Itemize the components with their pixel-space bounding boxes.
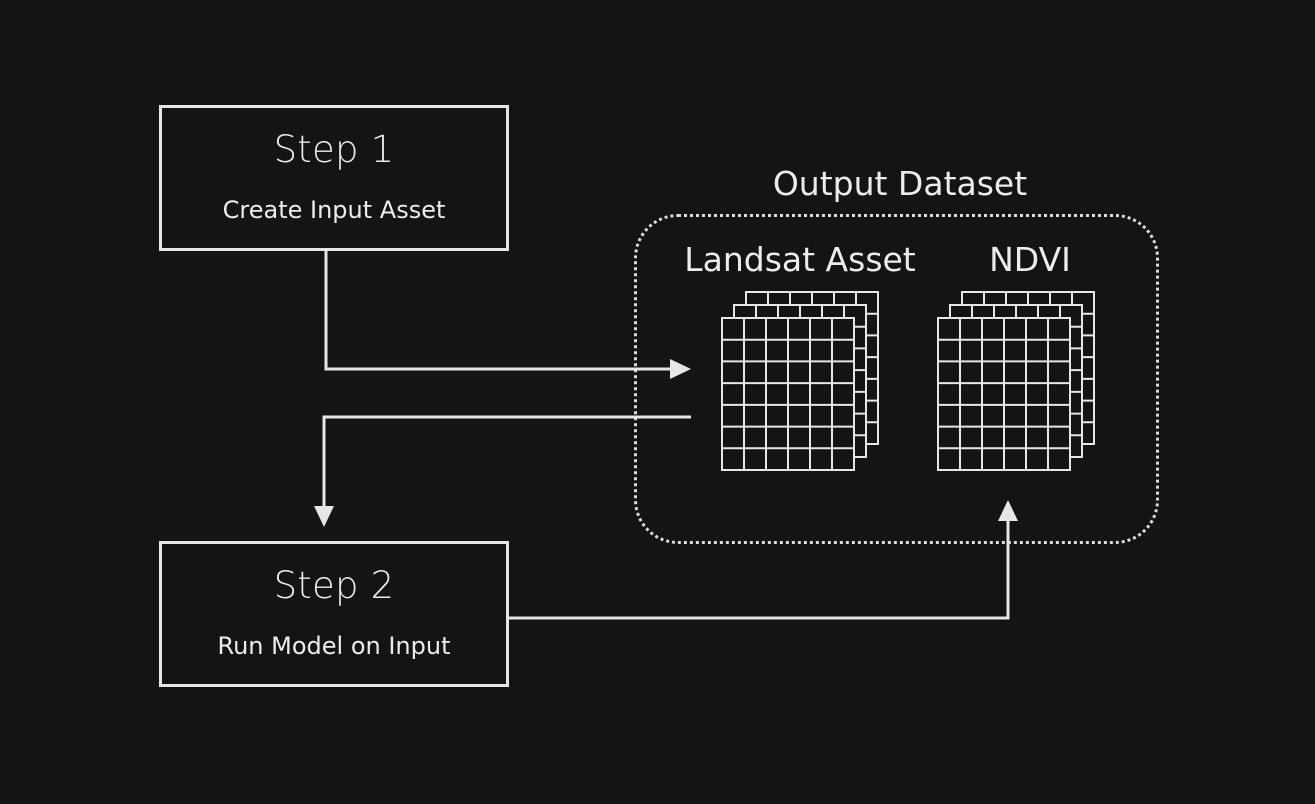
landsat-asset-label: Landsat Asset [684,240,916,279]
step-1-box: Step 1 Create Input Asset [159,105,509,251]
ndvi-label: NDVI [989,240,1071,279]
step-2-box: Step 2 Run Model on Input [159,541,509,687]
step-1-title: Step 1 [273,128,395,171]
output-dataset-frame [634,214,1159,544]
raster-layer [721,317,855,471]
output-dataset-label: Output Dataset [772,164,1028,203]
ndvi-raster-stack-icon [937,291,1095,471]
arrow-right-icon [670,359,691,379]
step-2-title: Step 2 [273,564,395,607]
arrow-step1-to-landsat [324,251,672,371]
arrow-step2-to-ndvi [509,519,1010,620]
raster-layer [937,317,1071,471]
arrow-landsat-to-step2 [322,415,691,508]
landsat-raster-stack-icon [721,291,879,471]
step-1-subtitle: Create Input Asset [222,196,446,224]
arrow-down-icon [314,506,334,527]
step-2-subtitle: Run Model on Input [217,632,451,660]
arrow-up-icon [998,500,1018,521]
